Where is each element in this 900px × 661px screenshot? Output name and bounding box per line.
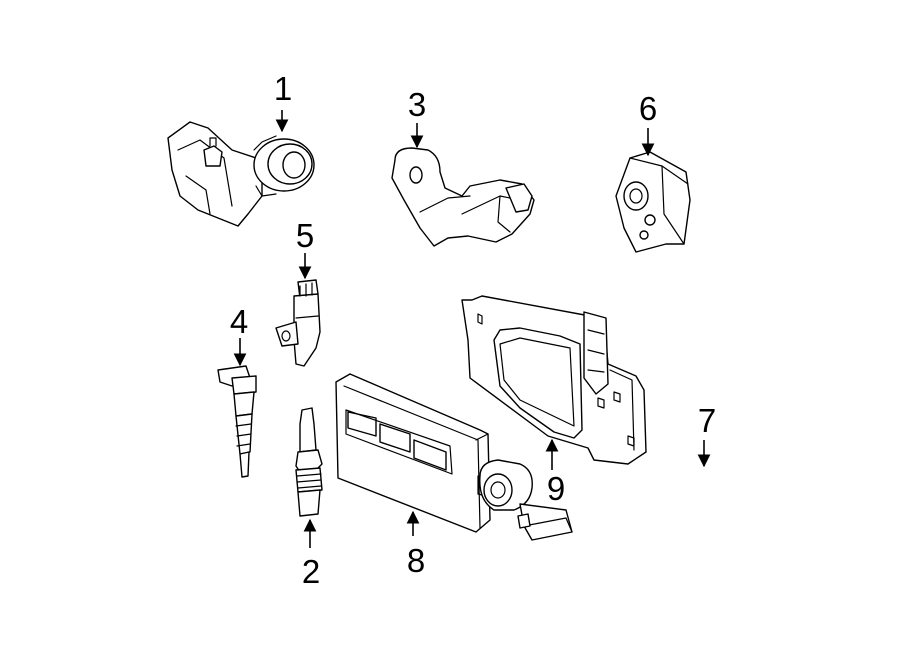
ecm-mounting-bracket (461, 295, 647, 465)
callout-2: 2 (302, 553, 320, 590)
callout-5: 5 (296, 217, 314, 254)
coil-pulley-bracket (167, 121, 315, 227)
callout-labels: 1 2 3 4 5 6 7 8 9 (230, 70, 716, 590)
knock-sensor (479, 459, 573, 541)
cam-position-sensor (275, 279, 321, 367)
callout-8: 8 (407, 542, 425, 579)
callout-4: 4 (230, 303, 248, 340)
leader-arrows (233, 110, 711, 548)
engine-control-module (335, 373, 491, 533)
throttle-position-sensor (615, 151, 691, 253)
map-sensor-bracket (391, 147, 535, 247)
ignition-coil (217, 365, 257, 478)
callout-1: 1 (274, 70, 292, 107)
spark-plug (295, 407, 323, 517)
callout-9: 9 (547, 470, 565, 507)
callout-3: 3 (408, 86, 426, 123)
callout-6: 6 (639, 90, 657, 127)
callout-7: 7 (698, 402, 716, 439)
